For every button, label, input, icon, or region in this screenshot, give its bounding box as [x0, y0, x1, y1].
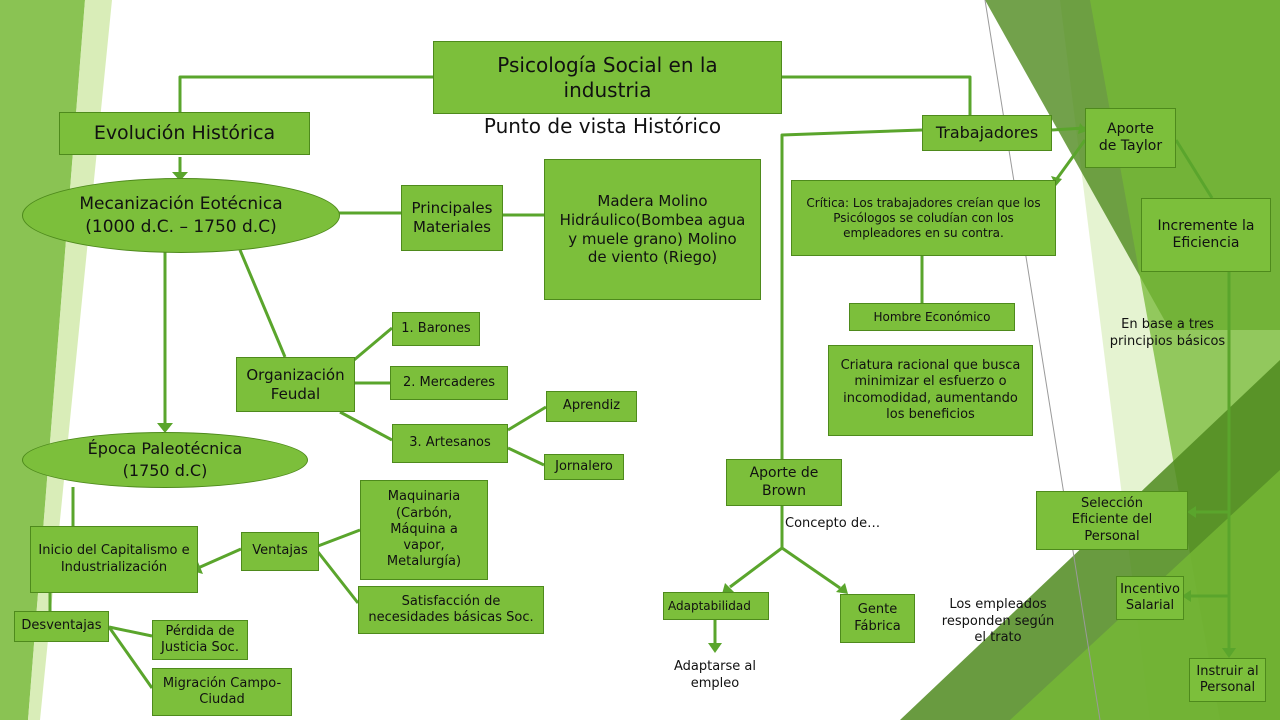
connector-taylor-incremente	[1174, 139, 1214, 199]
main-title-line1: Psicología Social en la	[497, 52, 718, 77]
empleados-responden-text: Los empleados responden según el trato	[941, 596, 1055, 646]
connector-desv-migracion	[107, 626, 154, 689]
connector-concepto-adapt	[729, 546, 783, 589]
organizacion-feudal-box: Organización Feudal	[236, 357, 355, 412]
left-green-bar	[0, 0, 85, 720]
mercaderes-box: 2. Mercaderes	[390, 366, 508, 400]
hombre-economico-box: Hombre Económico	[849, 303, 1015, 331]
artesanos-box: 3. Artesanos	[392, 424, 508, 463]
aprendiz-box: Aprendiz	[546, 391, 637, 422]
arrow-adaptarse	[708, 643, 722, 653]
main-subtitle: Punto de vista Histórico	[483, 114, 722, 138]
connector-meca-organizacion	[238, 249, 287, 358]
mecanizacion-eotecnica-oval: Mecanización Eotécnica (1000 d.C. – 1750…	[22, 178, 340, 253]
main-title-box: Psicología Social en la industria	[433, 41, 782, 114]
arrow-incentivo	[1182, 590, 1191, 602]
gente-fabrica-box: Gente Fábrica	[840, 594, 915, 643]
connector-org-artesanos	[339, 410, 393, 442]
connector-taylor-critica	[1054, 139, 1087, 181]
aporte-brown-box: Aporte de Brown	[726, 459, 842, 506]
incremente-eficiencia-box: Incremente la Eficiencia	[1141, 198, 1271, 272]
principales-materiales-box: Principales Materiales	[401, 185, 503, 251]
main-title-line2: industria	[563, 77, 652, 102]
adaptabilidad-box: Adaptabilidad	[663, 592, 769, 620]
connector-title-right	[782, 75, 972, 115]
epoca-paleotecnica-oval: Época Paleotécnica (1750 d.C)	[22, 432, 308, 488]
base-tres-principios-text: En base a tres principios básicos	[1109, 317, 1226, 349]
connector-concepto-gente	[781, 546, 841, 590]
arrow-instruir	[1222, 648, 1236, 658]
jornalero-box: Jornalero	[544, 454, 624, 480]
connector-desv-perdida	[108, 625, 153, 638]
connector-ventajas-maquinaria	[317, 528, 361, 548]
arrow-taylor-critica	[1051, 176, 1062, 186]
connector-title-left	[178, 75, 433, 112]
aporte-taylor-box: Aporte de Taylor	[1085, 108, 1176, 168]
criatura-racional-box: Criatura racional que busca minimizar el…	[828, 345, 1033, 436]
instruir-personal-box: Instruir al Personal	[1189, 658, 1266, 702]
perdida-justicia-box: Pérdida de Justicia Soc.	[152, 620, 248, 660]
satisfaccion-box: Satisfacción de necesidades básicas Soc.	[358, 586, 544, 634]
seleccion-personal-box: Selección Eficiente del Personal	[1036, 491, 1188, 550]
connector-artesanos-jornalero	[507, 446, 545, 467]
connector-ventajas-inicio	[197, 547, 242, 570]
evolucion-historica-box: Evolución Histórica	[59, 112, 310, 155]
maquinaria-box: Maquinaria (Carbón, Máquina a vapor, Met…	[360, 480, 488, 580]
arrow-adapt	[722, 583, 734, 594]
desventajas-box: Desventajas	[14, 611, 109, 642]
connector-artesanos-aprendiz	[507, 405, 547, 432]
adaptarse-empleo-text: Adaptarse al empleo	[673, 659, 757, 691]
concepto-de-text: Concepto de…	[785, 515, 881, 531]
incentivo-salarial-box: Incentivo Salarial	[1116, 576, 1184, 620]
arrow-gente	[836, 583, 848, 594]
arrow-epoca	[157, 423, 173, 433]
migracion-box: Migración Campo-Ciudad	[152, 668, 292, 716]
barones-box: 1. Barones	[392, 312, 480, 346]
critica-box: Crítica: Los trabajadores creían que los…	[791, 180, 1056, 256]
inicio-capitalismo-box: Inicio del Capitalismo e Industrializaci…	[30, 526, 198, 593]
connector-trab-brown	[780, 128, 923, 459]
ventajas-box: Ventajas	[241, 532, 319, 571]
madera-molinos-box: Madera Molino Hidráulico(Bombea agua y m…	[544, 159, 761, 300]
connector-org-barones	[353, 326, 393, 362]
arrow-seleccion	[1187, 506, 1196, 518]
arrow-evolucion	[172, 172, 188, 181]
trabajadores-box: Trabajadores	[922, 115, 1052, 151]
connector-ventajas-satisfaccion	[316, 551, 360, 604]
arrow-taylor-incoming	[1078, 123, 1087, 134]
